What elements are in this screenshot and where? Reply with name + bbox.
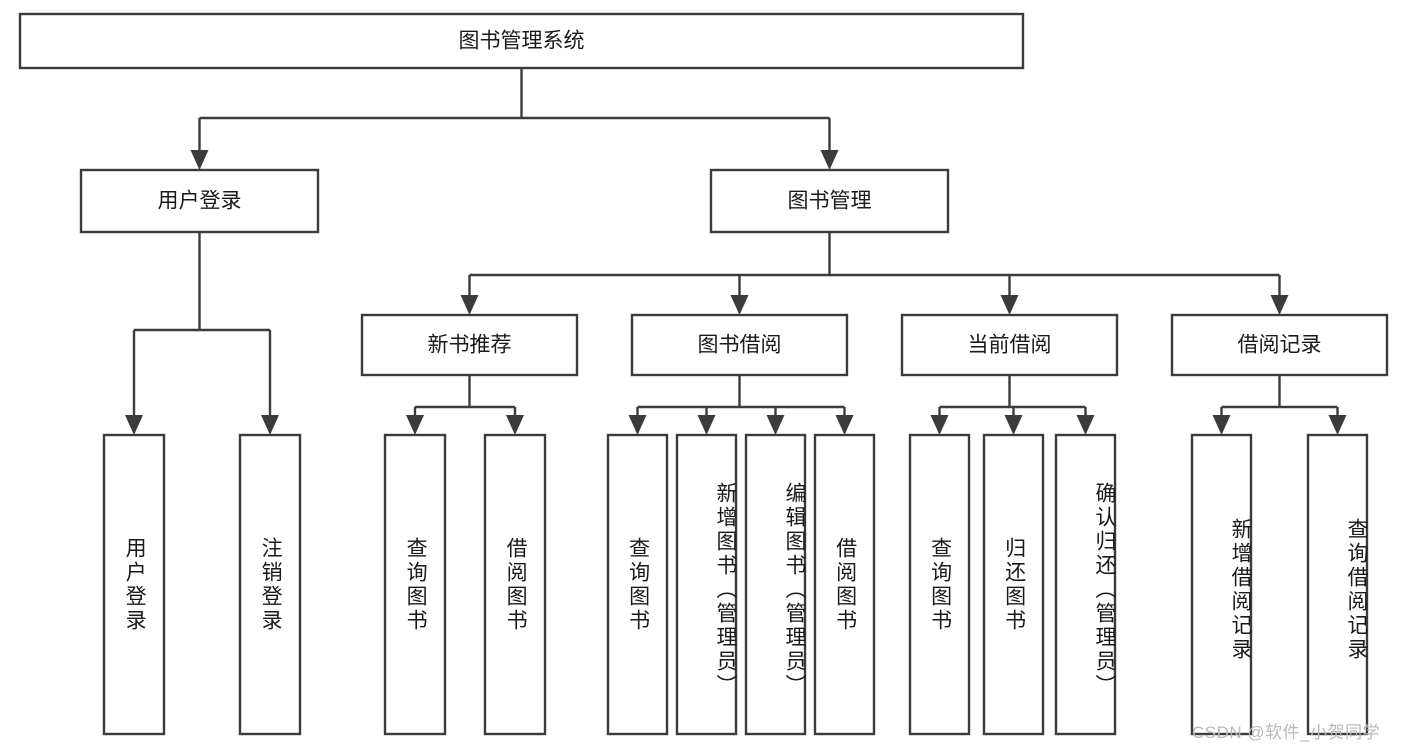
node-label-root: 图书管理系统 (459, 30, 585, 53)
arrowhead-leaf-add-book-admin (697, 415, 716, 435)
arrowhead-leaf-query-borrow-record (1328, 415, 1347, 435)
arrowhead-book-management (820, 150, 839, 170)
arrowhead-leaf-return-book (1004, 415, 1023, 435)
arrowhead-book-borrow (730, 295, 749, 315)
boxes-layer (18, 12, 1389, 736)
node-label-borrow-record: 借阅记录 (1238, 334, 1322, 357)
arrowhead-new-book-recommend (460, 295, 479, 315)
arrowhead-borrow-record (1270, 295, 1289, 315)
arrowhead-leaf-logout (261, 415, 279, 435)
node-box-leaf-add-borrow-record[interactable] (1190, 433, 1253, 736)
node-box-leaf-borrow-book-bb[interactable] (813, 433, 876, 736)
node-label-user-login: 用户登录 (158, 190, 242, 213)
node-label-new-book-recommend: 新书推荐 (428, 334, 512, 357)
node-box-current-borrow[interactable] (900, 313, 1119, 377)
node-label-current-borrow: 当前借阅 (968, 334, 1052, 357)
node-box-book-borrow[interactable] (630, 313, 849, 377)
arrowhead-leaf-confirm-return-admin (1076, 415, 1095, 435)
arrowhead-current-borrow (1000, 295, 1019, 315)
node-box-root[interactable] (18, 12, 1025, 70)
node-box-leaf-logout[interactable] (238, 433, 302, 736)
node-box-leaf-query-book-bb[interactable] (606, 433, 669, 736)
arrowhead-leaf-add-borrow-record (1212, 415, 1231, 435)
node-label-book-borrow: 图书借阅 (698, 334, 782, 357)
arrowhead-leaf-borrow-book-bb (835, 415, 854, 435)
node-box-leaf-query-borrow-record[interactable] (1306, 433, 1369, 736)
node-label-book-management: 图书管理 (788, 190, 872, 213)
arrowhead-leaf-query-book-bb (628, 415, 647, 435)
node-box-leaf-user-login[interactable] (102, 433, 166, 736)
arrowhead-leaf-edit-book-admin (766, 415, 785, 435)
node-box-leaf-add-book-admin[interactable] (675, 433, 738, 736)
arrowhead-leaf-query-book-nbr (406, 415, 424, 435)
node-box-leaf-query-book-nbr[interactable] (383, 433, 447, 736)
node-box-new-book-recommend[interactable] (360, 313, 579, 377)
node-box-user-login[interactable] (79, 168, 320, 234)
csdn-watermark: CSDN @软件_小贺同学 (1192, 723, 1381, 742)
arrowhead-leaf-user-login (125, 415, 143, 435)
node-box-leaf-confirm-return-admin[interactable] (1054, 433, 1117, 736)
node-box-leaf-return-book[interactable] (982, 433, 1045, 736)
node-box-leaf-borrow-book-nbr[interactable] (483, 433, 547, 736)
arrowhead-leaf-query-book-cb (930, 415, 949, 435)
node-box-book-management[interactable] (709, 168, 950, 234)
node-box-leaf-edit-book-admin[interactable] (744, 433, 807, 736)
connectors-layer (125, 68, 1347, 435)
node-box-borrow-record[interactable] (1170, 313, 1389, 377)
arrowhead-user-login (190, 150, 209, 170)
arrowhead-leaf-borrow-book-nbr (506, 415, 524, 435)
node-box-leaf-query-book-cb[interactable] (908, 433, 971, 736)
